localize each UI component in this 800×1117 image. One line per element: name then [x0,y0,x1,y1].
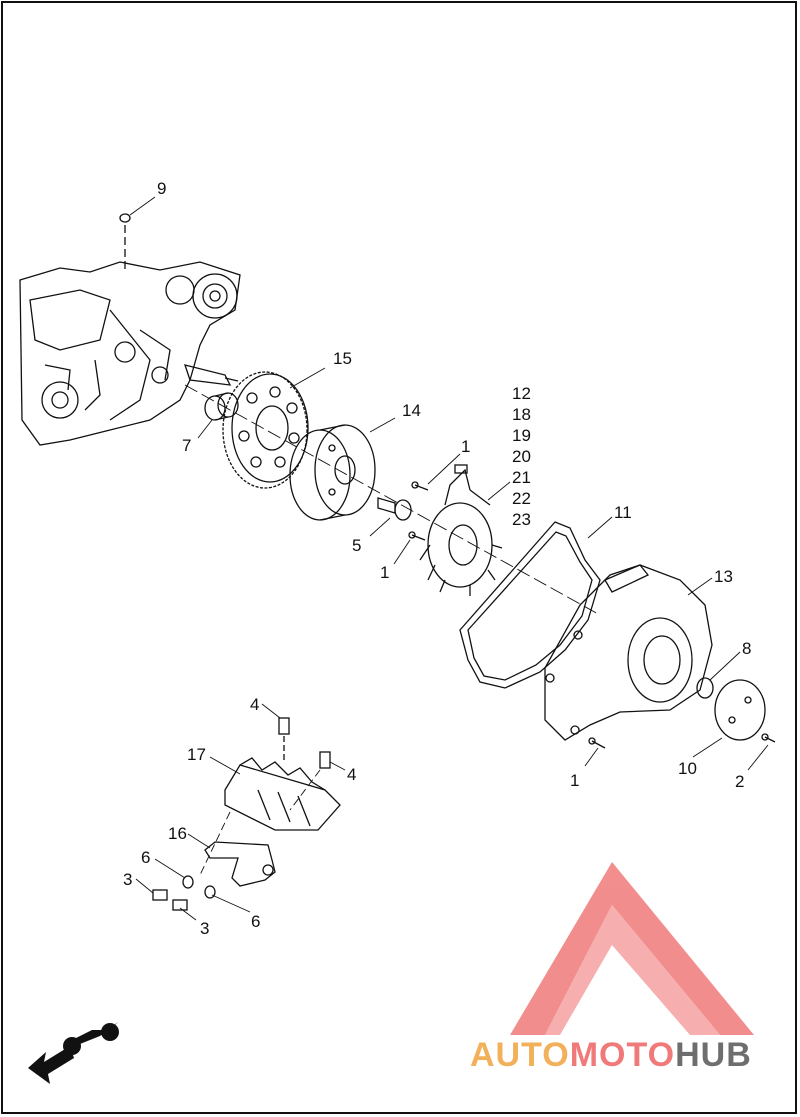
watermark-part-hub: HUB [675,1036,752,1074]
callout-5: 5 [352,536,362,555]
stator [419,464,503,596]
callout-23: 23 [512,510,531,529]
callout-21: 21 [512,468,531,487]
callout-18: 18 [512,405,531,424]
watermark-part-moto: MOTO [569,1036,676,1074]
callout-1-upper: 1 [461,437,471,456]
front-direction-motorcycle-icon [28,1022,119,1084]
watermark-logo [510,862,754,1035]
callout-19: 19 [512,426,531,445]
washer-6-upper [182,875,194,889]
rotor-14 [289,424,376,521]
callout-6-lower: 6 [251,912,261,931]
callout-3-upper: 3 [123,870,133,889]
dowel-pin-9 [119,213,131,272]
bolt-3-lower [172,899,188,911]
callout-16: 16 [168,824,187,843]
callout-13: 13 [714,567,733,586]
callout-3-lower: 3 [200,919,210,938]
leader-lines [129,196,769,921]
starter-gear-15 [222,371,309,489]
callout-10: 10 [678,759,697,778]
callout-17: 17 [187,745,206,764]
callout-1-lower: 1 [380,563,390,582]
callout-4-right: 4 [347,765,357,784]
callout-22: 22 [512,489,531,508]
bearing-7 [204,392,239,421]
callout-4-upper: 4 [250,695,260,714]
bolt-4-upper [278,717,290,760]
callout-14: 14 [402,401,421,420]
screw-1-upper [411,481,429,491]
o-ring-8 [696,677,714,699]
callout-8: 8 [742,639,752,658]
screw-1-cover [588,737,606,749]
bracket-16 [204,841,276,887]
screw-1-lower [408,531,426,541]
callout-7: 7 [182,436,192,455]
watermark-brand: AUTOMOTOHUB [470,1036,752,1075]
bolt-4-right [319,751,331,769]
gasket-11 [459,521,601,689]
screw-2 [761,733,776,743]
callout-20: 20 [512,447,531,466]
callout-15: 15 [333,349,352,368]
washer-6-lower [204,885,216,899]
callout-9: 9 [157,179,167,198]
cap-10 [714,679,766,741]
callout-1-cover: 1 [570,771,580,790]
watermark-part-auto: AUTO [470,1036,570,1074]
bolt-3-upper [152,889,168,901]
regulator-17 [224,757,341,831]
callout-12: 12 [512,384,531,403]
callout-11: 11 [614,503,632,522]
engine-crankcase [19,261,241,446]
callout-2: 2 [735,772,745,791]
callout-6-upper: 6 [141,848,151,867]
stator-cover-13 [544,564,713,741]
